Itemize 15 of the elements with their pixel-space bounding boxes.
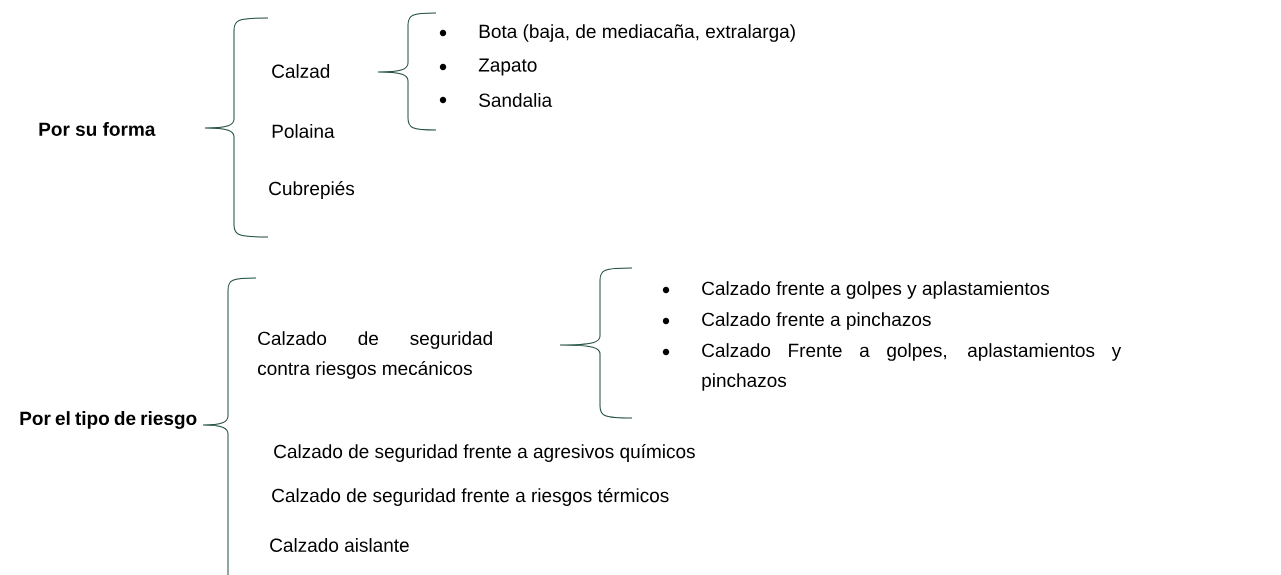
category-text: Calzado de seguridad frente a riesgos térmicos	[272, 488, 669, 506]
heading-text: Por el tipo de riesgo	[20, 411, 197, 429]
category-text: Calzado aislante	[270, 538, 409, 552]
list-item: Bota (baja, de mediacaña, extralarga)	[479, 24, 795, 42]
list-item: Calzado frente a golpes y aplastamientos	[702, 281, 1049, 299]
list-item: Calzado frente a pinchazos	[702, 312, 931, 330]
category-text: Calzado de seguridad contra riesgos mecánicos	[258, 331, 492, 379]
category-text: Calzado de seguridad frente a agresivos químicos	[274, 444, 695, 462]
category-text: Cubrepiés	[269, 181, 355, 199]
list-item: Zapato	[478, 58, 537, 76]
list-item: Calzado Frente a golpes, aplastamientos y pinchazos	[702, 343, 1122, 391]
list-item: Sandalia	[479, 93, 553, 107]
heading-text: Por su forma	[39, 122, 156, 136]
category-text: Polaina	[272, 124, 335, 138]
category-text: Calzad	[272, 64, 330, 78]
